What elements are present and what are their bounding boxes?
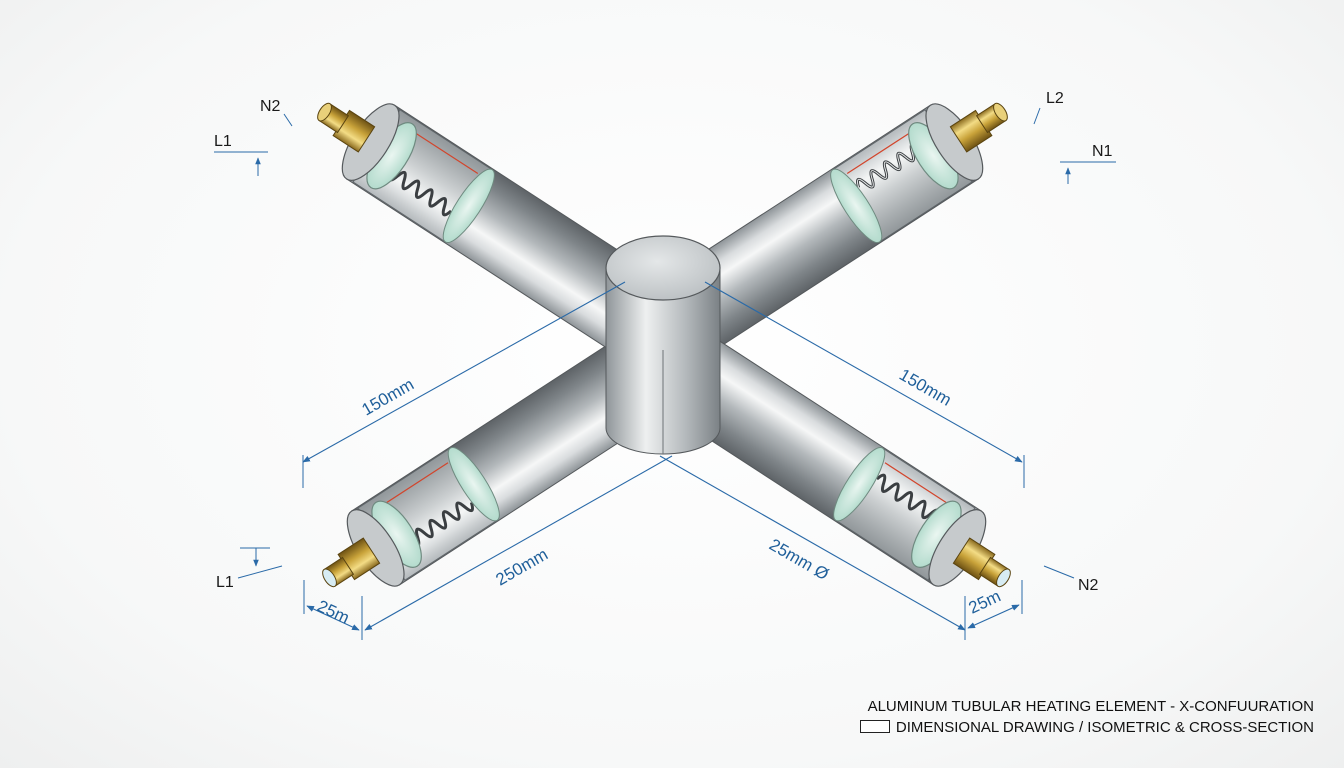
brass-terminal <box>949 102 1008 153</box>
terminal-label-n2-top: N2 <box>260 98 281 115</box>
brass-terminal <box>322 537 381 588</box>
arm-lower-left <box>322 322 690 588</box>
brass-terminal <box>952 537 1011 588</box>
heating-coil <box>380 462 475 548</box>
central-hub <box>605 235 721 455</box>
dim-label-lower-right: 25mm Ø <box>766 535 832 584</box>
drawing-subtitle: DIMENSIONAL DRAWING / ISOMETRIC & CROSS-… <box>895 719 1314 736</box>
terminal-label-l2: L2 <box>1046 90 1064 107</box>
dim-line-lower-right <box>659 455 966 631</box>
arm-lower-right <box>643 322 1011 588</box>
terminal-label-l1-top: L1 <box>214 133 232 150</box>
brass-terminal <box>317 102 376 153</box>
terminal-label-n1: N1 <box>1092 143 1113 160</box>
arm-upper-right <box>640 102 1008 368</box>
dim-line-end-lower-right <box>967 604 1020 629</box>
legend-box-icon <box>859 720 890 733</box>
drawing-subtitle-row: DIMENSIONAL DRAWING / ISOMETRIC & CROSS-… <box>844 717 1314 738</box>
title-block: ALUMINUM TUBULAR HEATING ELEMENT - X-CON… <box>844 696 1314 738</box>
dim-label-lower-left: 250mm <box>493 545 552 590</box>
dim-line-upper-left <box>302 281 626 463</box>
terminal-label-l1-bottom: L1 <box>216 574 234 591</box>
dim-label-end-lower-right: 25m <box>966 586 1004 617</box>
heating-coil <box>388 129 479 217</box>
dim-label-upper-right: 150mm <box>896 365 955 410</box>
terminal-label-n2-bottom: N2 <box>1078 577 1099 594</box>
dim-line-lower-left <box>364 455 673 631</box>
dim-line-end-lower-left <box>306 605 360 631</box>
drawing-title: ALUMINUM TUBULAR HEATING ELEMENT - X-CON… <box>867 698 1314 715</box>
dim-label-upper-left: 150mm <box>359 375 418 420</box>
heating-coil <box>846 129 921 189</box>
dimension-lines <box>214 107 1116 640</box>
dim-label-end-lower-left: 25m <box>314 596 352 627</box>
dim-line-upper-right <box>704 281 1023 463</box>
heating-coil <box>875 462 953 520</box>
